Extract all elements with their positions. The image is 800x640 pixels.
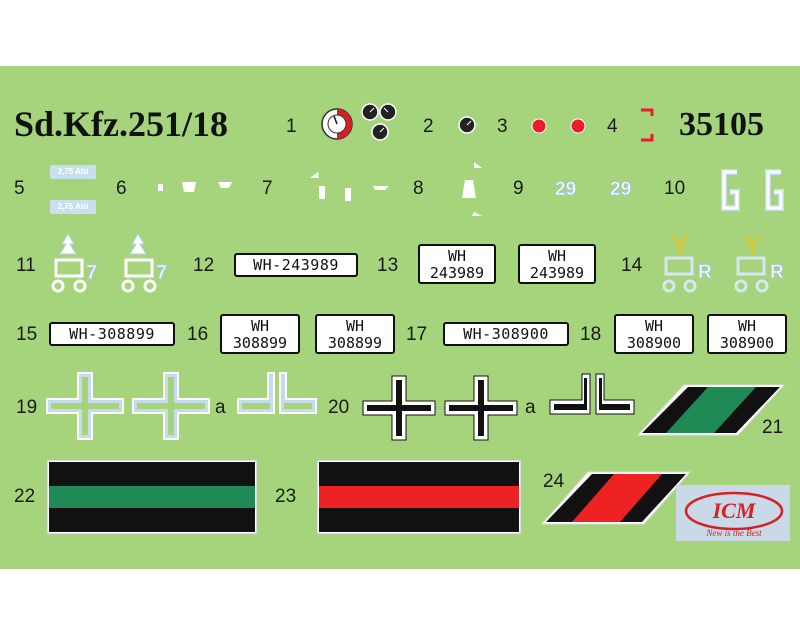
svg-text:ICM: ICM <box>712 498 757 523</box>
unit-sign-trailer-icon <box>121 233 157 293</box>
green-stripe-flag-icon <box>636 384 786 436</box>
plate-13-right-top: WH <box>547 247 567 265</box>
decal-variant-19a: a <box>215 397 226 418</box>
unit-sign-crane-icon <box>662 235 697 293</box>
plate-18-right-bottom: 308900 <box>719 334 775 352</box>
decal-number-9: 9 <box>513 178 524 199</box>
red-dots-icon <box>531 118 586 134</box>
unit-sign-7-left: 7 <box>85 262 98 285</box>
decal-number-11: 11 <box>16 255 36 276</box>
unit-sign-crane-icon <box>734 235 769 293</box>
decal-number-14: 14 <box>621 255 643 276</box>
decal-number-18: 18 <box>580 324 602 345</box>
decal-number-3: 3 <box>497 116 508 137</box>
unit-sign-R-right: R <box>770 262 785 284</box>
small-markings-icon <box>158 182 232 192</box>
decal-number-16: 16 <box>187 324 209 345</box>
decal-number-8: 8 <box>413 178 424 199</box>
unit-sign-7-right: 7 <box>155 262 168 285</box>
black-red-stripe-flag-icon <box>316 459 522 535</box>
decal-number-2: 2 <box>423 116 434 137</box>
decal-number-4: 4 <box>607 116 618 137</box>
balkenkreuz-dark-icon <box>444 375 518 441</box>
plate-16-right-top: WH <box>345 317 365 335</box>
vision-slot-markings-icon <box>310 172 389 201</box>
instrument-dials-icon <box>321 103 397 141</box>
decal-variant-20a: a <box>525 397 536 418</box>
license-plate-16-left: WH 308899 <box>220 314 300 354</box>
decal-number-19: 19 <box>16 397 38 418</box>
plate-18-right-top: WH <box>737 317 757 335</box>
license-plate-18-left: WH 308900 <box>614 314 694 354</box>
plate-13-left-top: WH <box>447 247 467 265</box>
balkenkreuz-dark-split-icon <box>549 373 635 415</box>
license-plate-13-right: WH 243989 <box>518 244 596 284</box>
pressure-label-bottom: 2,75 Atü <box>50 200 96 214</box>
decal-number-24: 24 <box>543 471 565 492</box>
decal-number-15: 15 <box>16 324 38 345</box>
decal-number-22: 22 <box>14 486 36 507</box>
small-dial-icon <box>458 116 476 134</box>
decal-number-12: 12 <box>193 255 215 276</box>
svg-text:New is the Best: New is the Best <box>705 528 762 538</box>
license-plate-17: WH-308900 <box>443 322 569 346</box>
decal-number-23: 23 <box>275 486 297 507</box>
plate-13-right-bottom: 243989 <box>529 264 585 282</box>
decal-number-6: 6 <box>116 178 127 199</box>
balkenkreuz-light-icon <box>132 372 210 440</box>
decal-number-17: 17 <box>406 324 428 345</box>
balkenkreuz-light-icon <box>46 372 124 440</box>
unit-sign-trailer-icon <box>51 233 87 293</box>
balkenkreuz-dark-icon <box>362 375 436 441</box>
license-plate-16-right: WH 308899 <box>315 314 395 354</box>
decal-number-10: 10 <box>664 178 686 199</box>
decal-number-1: 1 <box>286 116 297 137</box>
unit-sign-R-left: R <box>698 262 713 284</box>
license-plate-15: WH-308899 <box>49 322 175 346</box>
icm-logo: ICM New is the Best <box>676 485 790 541</box>
plate-16-left-top: WH <box>250 317 270 335</box>
catalog-number: 35105 <box>679 106 764 143</box>
plate-16-right-bottom: 308899 <box>327 334 383 352</box>
balkenkreuz-light-split-icon <box>237 372 317 414</box>
decal-number-13: 13 <box>377 255 399 276</box>
tactical-number-29-left: 29 <box>554 179 577 201</box>
plate-18-left-top: WH <box>644 317 664 335</box>
decal-number-5: 5 <box>14 178 25 199</box>
g-symbol-icon <box>721 169 784 211</box>
license-plate-18-right: WH 308900 <box>707 314 787 354</box>
decal-number-21: 21 <box>762 417 784 438</box>
black-green-stripe-flag-icon <box>46 459 258 535</box>
plate-13-left-bottom: 243989 <box>429 264 485 282</box>
red-brackets-icon <box>641 108 654 142</box>
license-plate-12: WH-243989 <box>234 253 358 277</box>
decal-number-20: 20 <box>328 397 350 418</box>
triangle-markings-icon <box>462 162 482 216</box>
pressure-label-top: 2,75 Atü <box>50 165 96 179</box>
red-stripe-flag-icon <box>540 471 692 525</box>
license-plate-13-left: WH 243989 <box>418 244 496 284</box>
sheet-title: Sd.Kfz.251/18 <box>14 104 229 144</box>
decal-number-7: 7 <box>262 178 273 199</box>
tactical-number-29-right: 29 <box>609 179 632 201</box>
plate-16-left-bottom: 308899 <box>232 334 288 352</box>
plate-18-left-bottom: 308900 <box>626 334 682 352</box>
